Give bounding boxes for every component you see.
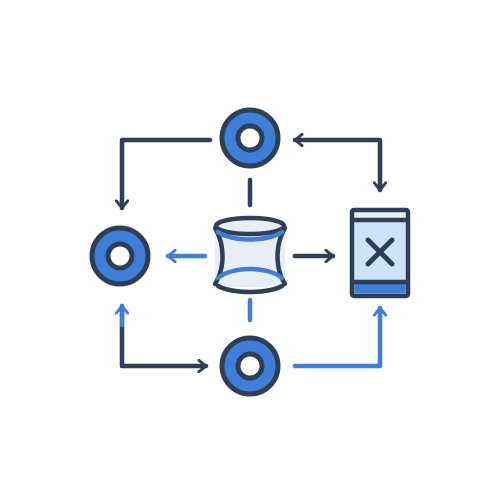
left-node-ring-icon bbox=[89, 225, 151, 287]
x-mark-icon bbox=[365, 237, 395, 267]
bottom-node-ring-icon bbox=[219, 335, 281, 397]
nodes bbox=[89, 107, 411, 397]
edges bbox=[114, 132, 388, 374]
edge-bottom-to-right bbox=[292, 305, 388, 369]
edge-right-to-top bbox=[292, 132, 388, 193]
right-node-mobile-device-icon bbox=[349, 207, 411, 299]
edge-top-to-left bbox=[114, 137, 213, 211]
top-node-ring-icon bbox=[219, 107, 281, 169]
edge-left-to-bottom bbox=[119, 303, 209, 374]
center-node-cylinder-icon bbox=[212, 215, 288, 295]
